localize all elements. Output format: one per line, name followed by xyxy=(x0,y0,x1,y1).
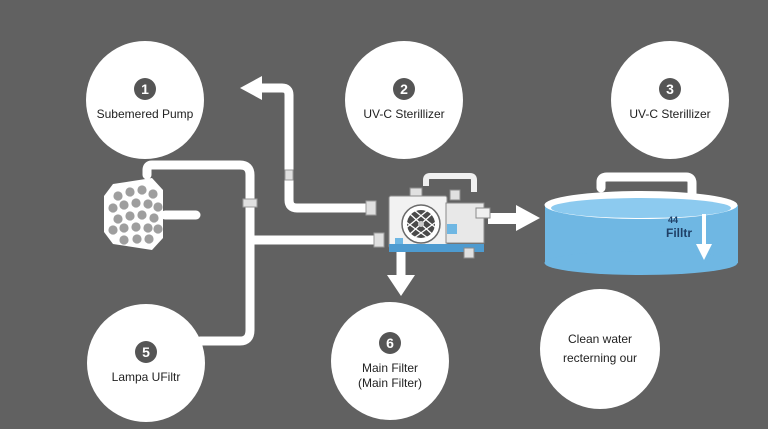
tank-label: Filltr xyxy=(666,226,692,240)
pipe-return-upper xyxy=(257,83,377,213)
pipe-pump-loop xyxy=(142,160,255,346)
coupler xyxy=(284,169,294,181)
coupler xyxy=(242,198,258,208)
step-number: 2 xyxy=(393,78,415,100)
step-label-line2: (Main Filter) xyxy=(357,375,422,390)
step-number: 3 xyxy=(659,78,681,100)
arrow-right-icon xyxy=(516,205,540,231)
pipe-network xyxy=(142,83,697,346)
step-label: UV-C Sterillizer xyxy=(363,107,445,121)
step-6-bubble: 6 Main Filter (Main Filter) xyxy=(331,302,449,420)
coupler xyxy=(373,232,385,248)
pipe-tank-loop xyxy=(596,172,697,201)
tank-number: 44 xyxy=(668,215,679,225)
step-number: 6 xyxy=(379,331,401,354)
step-label: Lampa UFiltr xyxy=(111,370,181,384)
step-label: Subemered Pump xyxy=(96,107,194,121)
arrow-down-icon xyxy=(696,244,712,260)
arrow-shaft xyxy=(488,213,518,224)
filter-unit-icon xyxy=(388,173,491,259)
submersible-pump-icon xyxy=(104,178,163,250)
pipe-couplers xyxy=(242,169,385,248)
step-5-bubble: 5 Lampa UFiltr xyxy=(87,304,205,422)
arrow-down-icon xyxy=(387,275,415,296)
step-3-bubble: 3 UV-C Sterillizer xyxy=(611,41,729,159)
step-label-line1: Main Filter xyxy=(361,360,418,375)
step-label: UV-C Sterillizer xyxy=(629,107,711,121)
flow-arrows xyxy=(240,76,540,296)
clean-water-bubble: Clean water recterning our xyxy=(540,289,660,409)
step-2-bubble: 2 UV-C Sterillizer xyxy=(345,41,463,159)
arrow-left-icon xyxy=(240,76,262,100)
arrow-shaft xyxy=(702,214,706,246)
clean-water-tank xyxy=(544,191,738,275)
step-number: 5 xyxy=(135,341,157,363)
clean-water-line1: Clean water xyxy=(567,332,633,346)
coupler xyxy=(365,200,377,216)
step-1-bubble: 1 Subemered Pump xyxy=(86,41,204,159)
clean-water-line2: recterning our xyxy=(562,351,638,365)
step-number: 1 xyxy=(134,78,156,100)
